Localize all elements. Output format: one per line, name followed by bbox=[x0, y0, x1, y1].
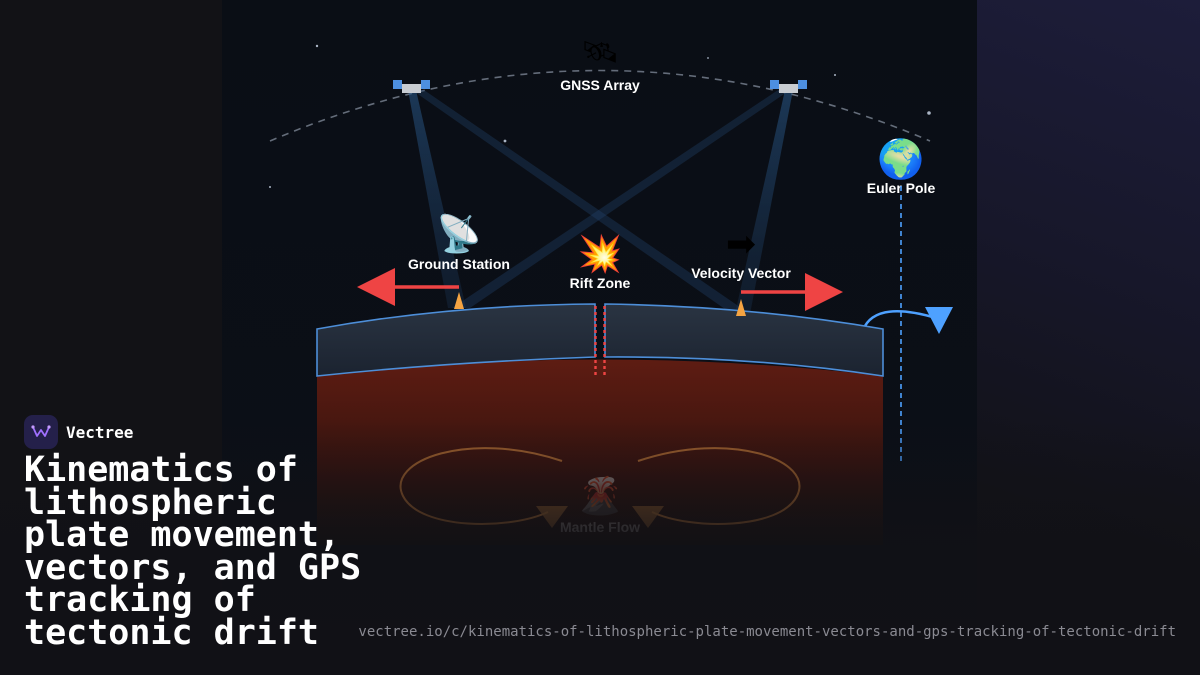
star bbox=[503, 139, 507, 143]
star bbox=[707, 57, 709, 59]
rift-zone-label: Rift Zone bbox=[570, 275, 631, 291]
right-plate-motion-arrow bbox=[741, 273, 843, 311]
ground-station-label: Ground Station bbox=[408, 256, 510, 272]
globe-icon: 🌍 bbox=[877, 137, 924, 181]
vectree-logo-icon bbox=[24, 415, 58, 449]
station-marker-right bbox=[736, 299, 746, 316]
beam-right-down bbox=[735, 90, 793, 314]
satellite-left-icon bbox=[393, 80, 430, 93]
page-title: Kinematics of lithospheric plate movemen… bbox=[24, 450, 362, 653]
beam-right-cross bbox=[452, 90, 790, 308]
orbit-arc bbox=[269, 69, 931, 142]
velocity-vector-label: Velocity Vector bbox=[691, 265, 791, 281]
left-plate-motion-arrow bbox=[357, 268, 459, 306]
collision-icon: 💥 bbox=[578, 233, 623, 275]
right-arrow-icon: ➡ bbox=[726, 224, 756, 265]
stars bbox=[269, 44, 931, 188]
course-url: vectree.io/c/kinematics-of-lithospheric-… bbox=[358, 624, 1176, 640]
plate-right bbox=[604, 303, 884, 377]
satellite-dish-icon: 📡 bbox=[437, 211, 482, 255]
beam-left-cross bbox=[412, 90, 750, 314]
mantle-flow-label: Mantle Flow bbox=[560, 519, 640, 535]
satellite-icon: 🛰 bbox=[581, 35, 619, 70]
rotation-arrowhead bbox=[925, 307, 953, 334]
star bbox=[315, 44, 319, 48]
mantle-layer bbox=[317, 359, 883, 545]
beam-left-down bbox=[408, 90, 466, 308]
signal-beams bbox=[408, 90, 793, 314]
station-marker-left bbox=[454, 292, 464, 309]
rotation-arc bbox=[861, 310, 937, 331]
volcano-icon: 🌋 bbox=[578, 475, 623, 517]
star bbox=[834, 74, 836, 76]
gnss-array-label: GNSS Array bbox=[560, 77, 640, 93]
brand-name: Vectree bbox=[66, 422, 134, 442]
brand: Vectree bbox=[24, 415, 133, 449]
star bbox=[927, 111, 931, 115]
star bbox=[269, 186, 271, 188]
satellite-right-icon bbox=[770, 80, 807, 93]
